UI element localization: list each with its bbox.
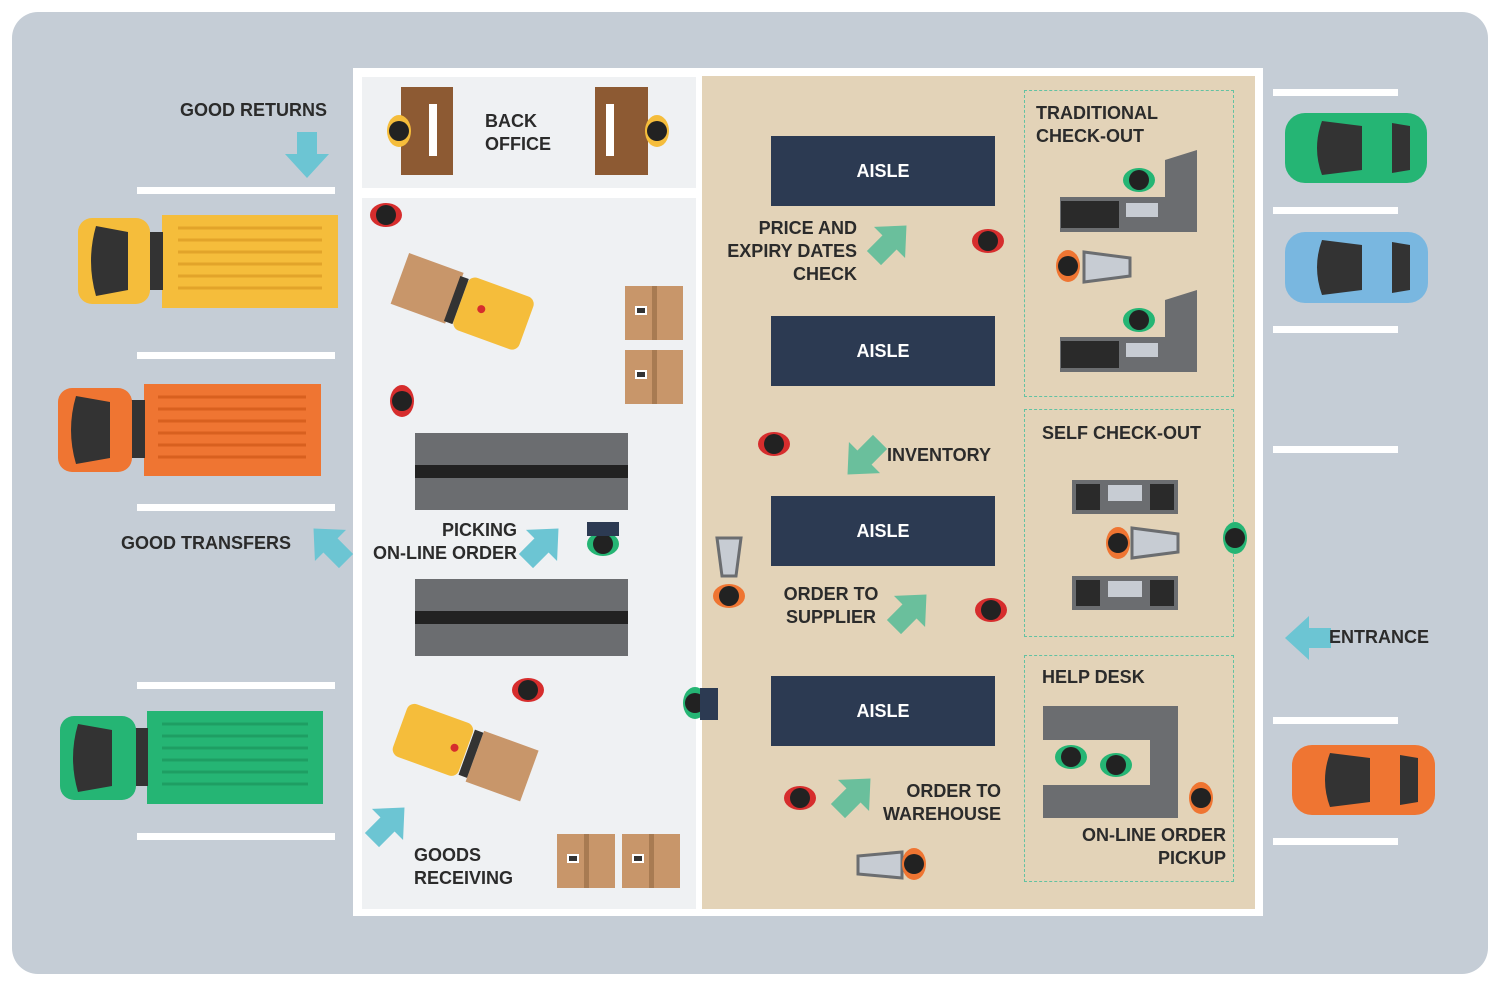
aisle: AISLE	[771, 496, 995, 566]
truck-icon	[78, 215, 338, 308]
shelf-icon	[415, 579, 628, 656]
forklift-icon	[390, 253, 534, 350]
entrance-label: ENTRANCE	[1329, 627, 1430, 647]
parking-stripe	[137, 504, 335, 511]
desk-icon	[595, 87, 669, 175]
parking-stripe	[1273, 446, 1398, 453]
parking-stripe	[1273, 89, 1398, 96]
parking-stripe	[137, 682, 335, 689]
traditional-checkout-label: TRADITIONAL CHECK-OUT	[1036, 103, 1158, 146]
box-icon	[622, 834, 680, 888]
parking-stripe	[1273, 207, 1398, 214]
cart-icon	[1082, 250, 1132, 284]
box-icon	[625, 350, 683, 404]
help-desk-label: HELP DESK	[1042, 667, 1145, 687]
parking-stripe	[137, 352, 335, 359]
online-pickup-label: ON-LINE ORDER PICKUP	[1082, 825, 1226, 868]
laptop-icon	[700, 688, 718, 720]
arrow-icon	[297, 512, 362, 577]
cart-icon	[856, 850, 904, 880]
goods-receiving-label: GOODS RECEIVING	[414, 845, 514, 888]
arrow-icon	[858, 209, 923, 274]
parking-stripe	[137, 833, 335, 840]
parking-stripe	[137, 187, 335, 194]
help-desk-counter-icon	[1043, 706, 1178, 818]
car-icon	[1292, 745, 1435, 815]
truck-icon	[60, 711, 323, 804]
forklift-icon	[392, 703, 539, 802]
good-transfers-label: GOOD TRANSFERS	[120, 533, 291, 553]
inventory-label: INVENTORY	[887, 445, 992, 465]
laptop-icon	[587, 522, 619, 536]
car-icon	[1285, 113, 1427, 183]
help-desk-zone	[1024, 655, 1234, 882]
cart-icon	[1130, 526, 1180, 560]
aisle: AISLE	[771, 316, 995, 386]
arrow-icon	[1285, 616, 1331, 660]
order-warehouse-label: ORDER TO WAREHOUSE	[882, 781, 1001, 824]
desk-icon	[387, 87, 453, 175]
car-icon	[1285, 232, 1428, 303]
shelf-icon	[415, 433, 628, 510]
box-icon	[625, 286, 683, 340]
cart-icon	[715, 536, 743, 578]
aisle: AISLE	[771, 676, 995, 746]
checkout-counter-icon	[1072, 576, 1178, 610]
good-returns-label: GOOD RETURNS	[179, 100, 327, 120]
self-checkout-label: SELF CHECK-OUT	[1042, 423, 1201, 443]
order-supplier-label: ORDER TO SUPPLIER	[783, 584, 879, 627]
truck-icon	[58, 384, 321, 476]
parking-stripe	[1273, 717, 1398, 724]
checkout-counter-icon	[1072, 480, 1178, 514]
checkout-counter-icon	[1060, 290, 1197, 372]
arrow-icon	[510, 512, 575, 577]
box-icon	[557, 834, 615, 888]
aisle: AISLE	[771, 136, 995, 206]
back-office-label: BACK OFFICE	[485, 111, 551, 154]
price-check-label: PRICE AND EXPIRY DATES CHECK	[727, 218, 857, 284]
traditional-checkout-zone	[1024, 90, 1234, 397]
parking-stripe	[1273, 326, 1398, 333]
picking-label: PICKING ON-LINE ORDER	[373, 520, 517, 563]
arrow-icon	[356, 791, 421, 856]
parking-stripe	[1273, 838, 1398, 845]
arrow-icon	[285, 132, 329, 178]
checkout-counter-icon	[1060, 150, 1197, 232]
